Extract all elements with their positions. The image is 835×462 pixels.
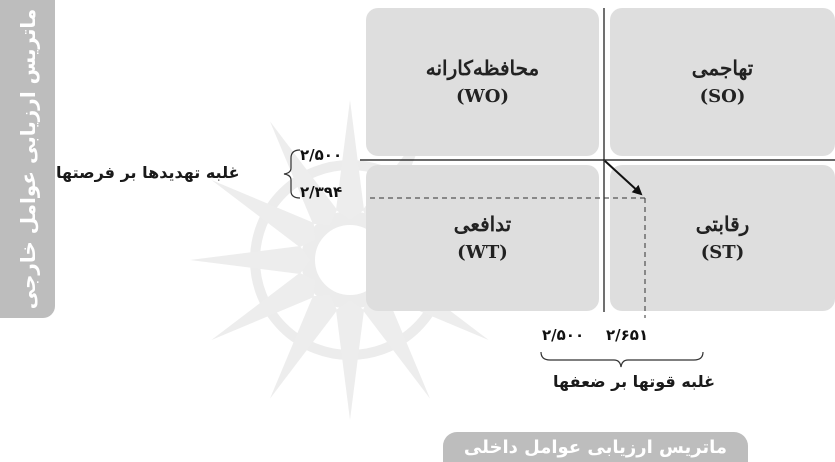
vertical-midpoint-value: ۲/۵۰۰ — [300, 146, 343, 164]
vertical-score-value: ۲/۳۹۴ — [300, 183, 343, 201]
horizontal-midpoint-value: ۲/۵۰۰ — [542, 326, 585, 344]
quadrant-wt-name: تدافعی — [453, 212, 512, 236]
quadrant-wt: تدافعی (WT) — [366, 165, 599, 311]
strengths-over-weaknesses-label: غلبه قوتها بر ضعفها — [553, 372, 716, 391]
quadrant-wt-code: (WT) — [457, 242, 508, 263]
quadrant-st-name: رقابتی — [695, 212, 750, 236]
quadrant-wo: محافظه‌کارانه (WO) — [366, 8, 599, 156]
quadrant-wo-code: (WO) — [456, 86, 509, 107]
quadrant-so-code: (SO) — [699, 86, 746, 107]
quadrant-so-name: تهاجمی — [691, 56, 754, 80]
position-arrow — [604, 160, 643, 196]
horizontal-score-value: ۲/۶۵۱ — [606, 326, 649, 344]
horizontal-brace — [540, 351, 704, 368]
internal-factors-matrix-text: ماتریس ارزیابی عوامل داخلی — [463, 436, 728, 458]
quadrant-st-code: (ST) — [700, 242, 745, 263]
quadrant-wo-name: محافظه‌کارانه — [425, 56, 540, 80]
quadrant-st: رقابتی (ST) — [610, 165, 835, 311]
threats-over-opportunities-label: غلبه تهدیدها بر فرصتها — [56, 163, 240, 182]
quadrant-so: تهاجمی (SO) — [610, 8, 835, 156]
vertical-brace — [283, 149, 301, 199]
internal-factors-matrix-label: ماتریس ارزیابی عوامل داخلی — [443, 432, 748, 462]
external-factors-matrix-label: ماتریس ارزیابی عوامل خارجی — [0, 0, 55, 318]
